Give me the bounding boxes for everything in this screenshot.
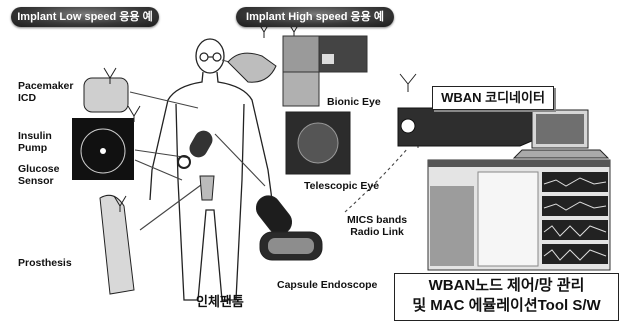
body-phantom-label: 인체팬톰 [196, 296, 244, 308]
capsule-endoscope-label: Capsule Endoscope [277, 279, 377, 291]
glasses-icon [200, 53, 221, 61]
tool-line-1: WBAN노드 제어/망 관리 [395, 276, 618, 296]
software-screenshot [428, 160, 610, 270]
radio-link-label: MICS bands Radio Link [347, 214, 407, 238]
prosthesis-label: Prosthesis [18, 257, 72, 269]
pacemaker-label: Pacemaker ICD [18, 80, 73, 104]
bionic-eye-photo-1 [283, 36, 319, 72]
telescopic-eye-label: Telescopic Eye [304, 180, 379, 192]
tool-software-label: WBAN노드 제어/망 관리 및 MAC 에뮬레이션Tool S/W [394, 273, 619, 321]
prosthesis-line [140, 182, 205, 230]
camera-glasses [228, 53, 276, 82]
glucose-sensor-label: Glucose Sensor [18, 163, 59, 187]
bionic-eye-photo-3 [283, 72, 319, 106]
capsule-endoscope-device [252, 191, 322, 260]
glucose-sensor-device [178, 156, 190, 168]
tool-line-2: 및 MAC 에뮬레이션Tool S/W [395, 296, 618, 316]
low-speed-header: Implant Low speed 응용 예 [11, 7, 159, 27]
bionic-eye-label: Bionic Eye [327, 96, 381, 108]
pacemaker-device [84, 78, 128, 112]
pacemaker-line [130, 92, 198, 108]
insulin-pump-label: Insulin Pump [18, 130, 52, 154]
sensor-line [135, 160, 182, 180]
high-speed-header: Implant High speed 응용 예 [236, 7, 394, 27]
wban-coordinator-label: WBAN 코디네이터 [432, 86, 554, 110]
prosthesis-device [100, 195, 134, 294]
capsule-line [215, 134, 265, 186]
